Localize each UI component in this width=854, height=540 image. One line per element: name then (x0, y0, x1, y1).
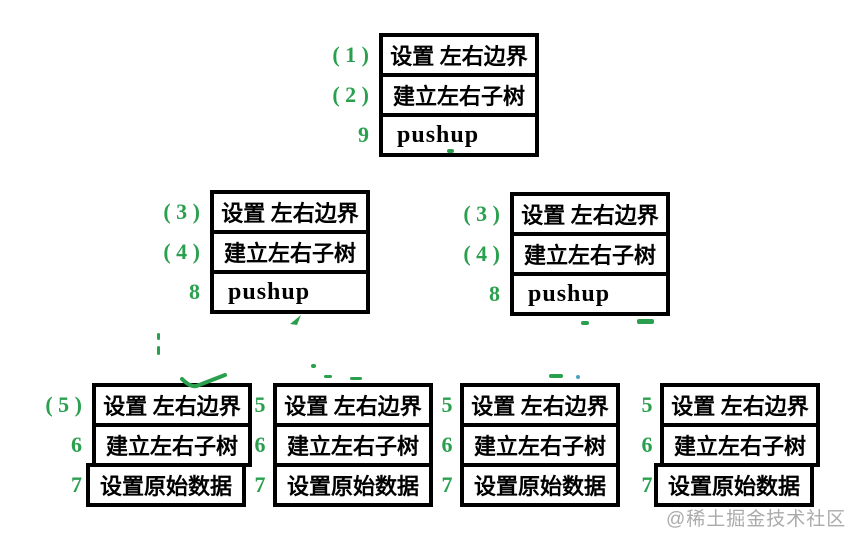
step-label: 8 (189, 279, 200, 304)
process-node-leaf-1: ( 5 ) 设置 左右边界 6 建立左右子树 7 设置原始数据 (22, 383, 252, 507)
step-box: 设置原始数据 (273, 463, 433, 507)
step-label: 5 (254, 392, 266, 417)
step-box: 设置 左右边界 (660, 383, 820, 427)
step-label: 7 (71, 472, 82, 497)
step-box: 建立左右子树 (273, 423, 433, 467)
dotted-line-mark-icon (157, 333, 160, 355)
step-box: 设置 左右边界 (510, 192, 670, 236)
step-box: pushup (379, 113, 539, 157)
step-box: 建立左右子树 (210, 230, 370, 274)
step-box: pushup (210, 270, 370, 314)
step-row: ( 3 ) 设置 左右边界 (440, 192, 670, 236)
green-dash-mark-icon (350, 377, 362, 380)
step-label: ( 1 ) (332, 42, 369, 67)
step-row: 6 建立左右子树 (634, 423, 820, 467)
step-box: 设置 左右边界 (210, 190, 370, 234)
step-label: 6 (641, 432, 653, 457)
step-box: 建立左右子树 (510, 232, 670, 276)
step-label: ( 4 ) (463, 241, 500, 266)
green-dash-mark-icon (581, 321, 589, 325)
step-label: 5 (641, 392, 653, 417)
process-node-leaf-3: 5 设置 左右边界 6 建立左右子树 7 设置原始数据 (434, 383, 620, 507)
step-label: ( 4 ) (163, 239, 200, 264)
step-label: 6 (254, 432, 266, 457)
green-arrowhead-icon (290, 315, 301, 325)
step-box: 建立左右子树 (379, 73, 539, 117)
step-label: ( 3 ) (463, 201, 500, 226)
step-box: 设置 左右边界 (379, 33, 539, 77)
process-node-leaf-4: 5 设置 左右边界 6 建立左右子树 7 设置原始数据 (634, 383, 820, 507)
step-box: 建立左右子树 (92, 423, 252, 467)
green-dot-mark-icon (311, 364, 316, 368)
step-box: 设置 左右边界 (273, 383, 433, 427)
step-row: ( 4 ) 建立左右子树 (440, 232, 670, 276)
step-label: 6 (441, 432, 453, 457)
step-row: 9 pushup (309, 113, 539, 157)
step-row: ( 3 ) 设置 左右边界 (140, 190, 370, 234)
step-row: 7 设置原始数据 (247, 463, 433, 507)
step-label: 8 (489, 281, 500, 306)
step-row: 8 pushup (140, 270, 370, 314)
green-dash-mark-icon (637, 319, 654, 324)
green-dash-mark-icon (549, 374, 563, 378)
step-row: ( 4 ) 建立左右子树 (140, 230, 370, 274)
step-row: 5 设置 左右边界 (634, 383, 820, 427)
step-label: 6 (71, 432, 82, 457)
step-label: 7 (254, 472, 266, 497)
step-box: 设置原始数据 (460, 463, 620, 507)
step-box: 建立左右子树 (660, 423, 820, 467)
step-label: ( 3 ) (163, 199, 200, 224)
step-row: 6 建立左右子树 (434, 423, 620, 467)
step-box: 设置 左右边界 (92, 383, 252, 427)
process-node-leaf-2: 5 设置 左右边界 6 建立左右子树 7 设置原始数据 (247, 383, 433, 507)
step-label: ( 5 ) (45, 392, 82, 417)
step-label: ( 2 ) (332, 82, 369, 107)
watermark: @稀土掘金技术社区 (666, 509, 847, 530)
step-row: ( 2 ) 建立左右子树 (309, 73, 539, 117)
process-node-mid-right: ( 3 ) 设置 左右边界 ( 4 ) 建立左右子树 8 pushup (440, 192, 670, 316)
step-row: 6 建立左右子树 (22, 423, 252, 467)
step-box: 设置原始数据 (654, 463, 814, 507)
step-row: 6 建立左右子树 (247, 423, 433, 467)
step-row: 7 设置原始数据 (22, 463, 252, 507)
step-row: ( 5 ) 设置 左右边界 (22, 383, 252, 427)
step-row: 7 设置原始数据 (434, 463, 620, 507)
step-label: 7 (641, 472, 653, 497)
step-row: ( 1 ) 设置 左右边界 (309, 33, 539, 77)
step-row: 8 pushup (440, 272, 670, 316)
step-box: 设置 左右边界 (460, 383, 620, 427)
teal-dot-mark-icon (576, 375, 580, 379)
step-row: 5 设置 左右边界 (434, 383, 620, 427)
step-box: 建立左右子树 (460, 423, 620, 467)
step-label: 7 (441, 472, 453, 497)
step-label: 5 (441, 392, 453, 417)
process-node-root: ( 1 ) 设置 左右边界 ( 2 ) 建立左右子树 9 pushup (309, 33, 539, 157)
step-box: 设置原始数据 (86, 463, 246, 507)
step-row: 7 设置原始数据 (634, 463, 820, 507)
process-node-mid-left: ( 3 ) 设置 左右边界 ( 4 ) 建立左右子树 8 pushup (140, 190, 370, 314)
step-label: 9 (358, 122, 369, 147)
green-dash-mark-icon (324, 375, 332, 378)
step-box: pushup (510, 272, 670, 316)
step-row: 5 设置 左右边界 (247, 383, 433, 427)
